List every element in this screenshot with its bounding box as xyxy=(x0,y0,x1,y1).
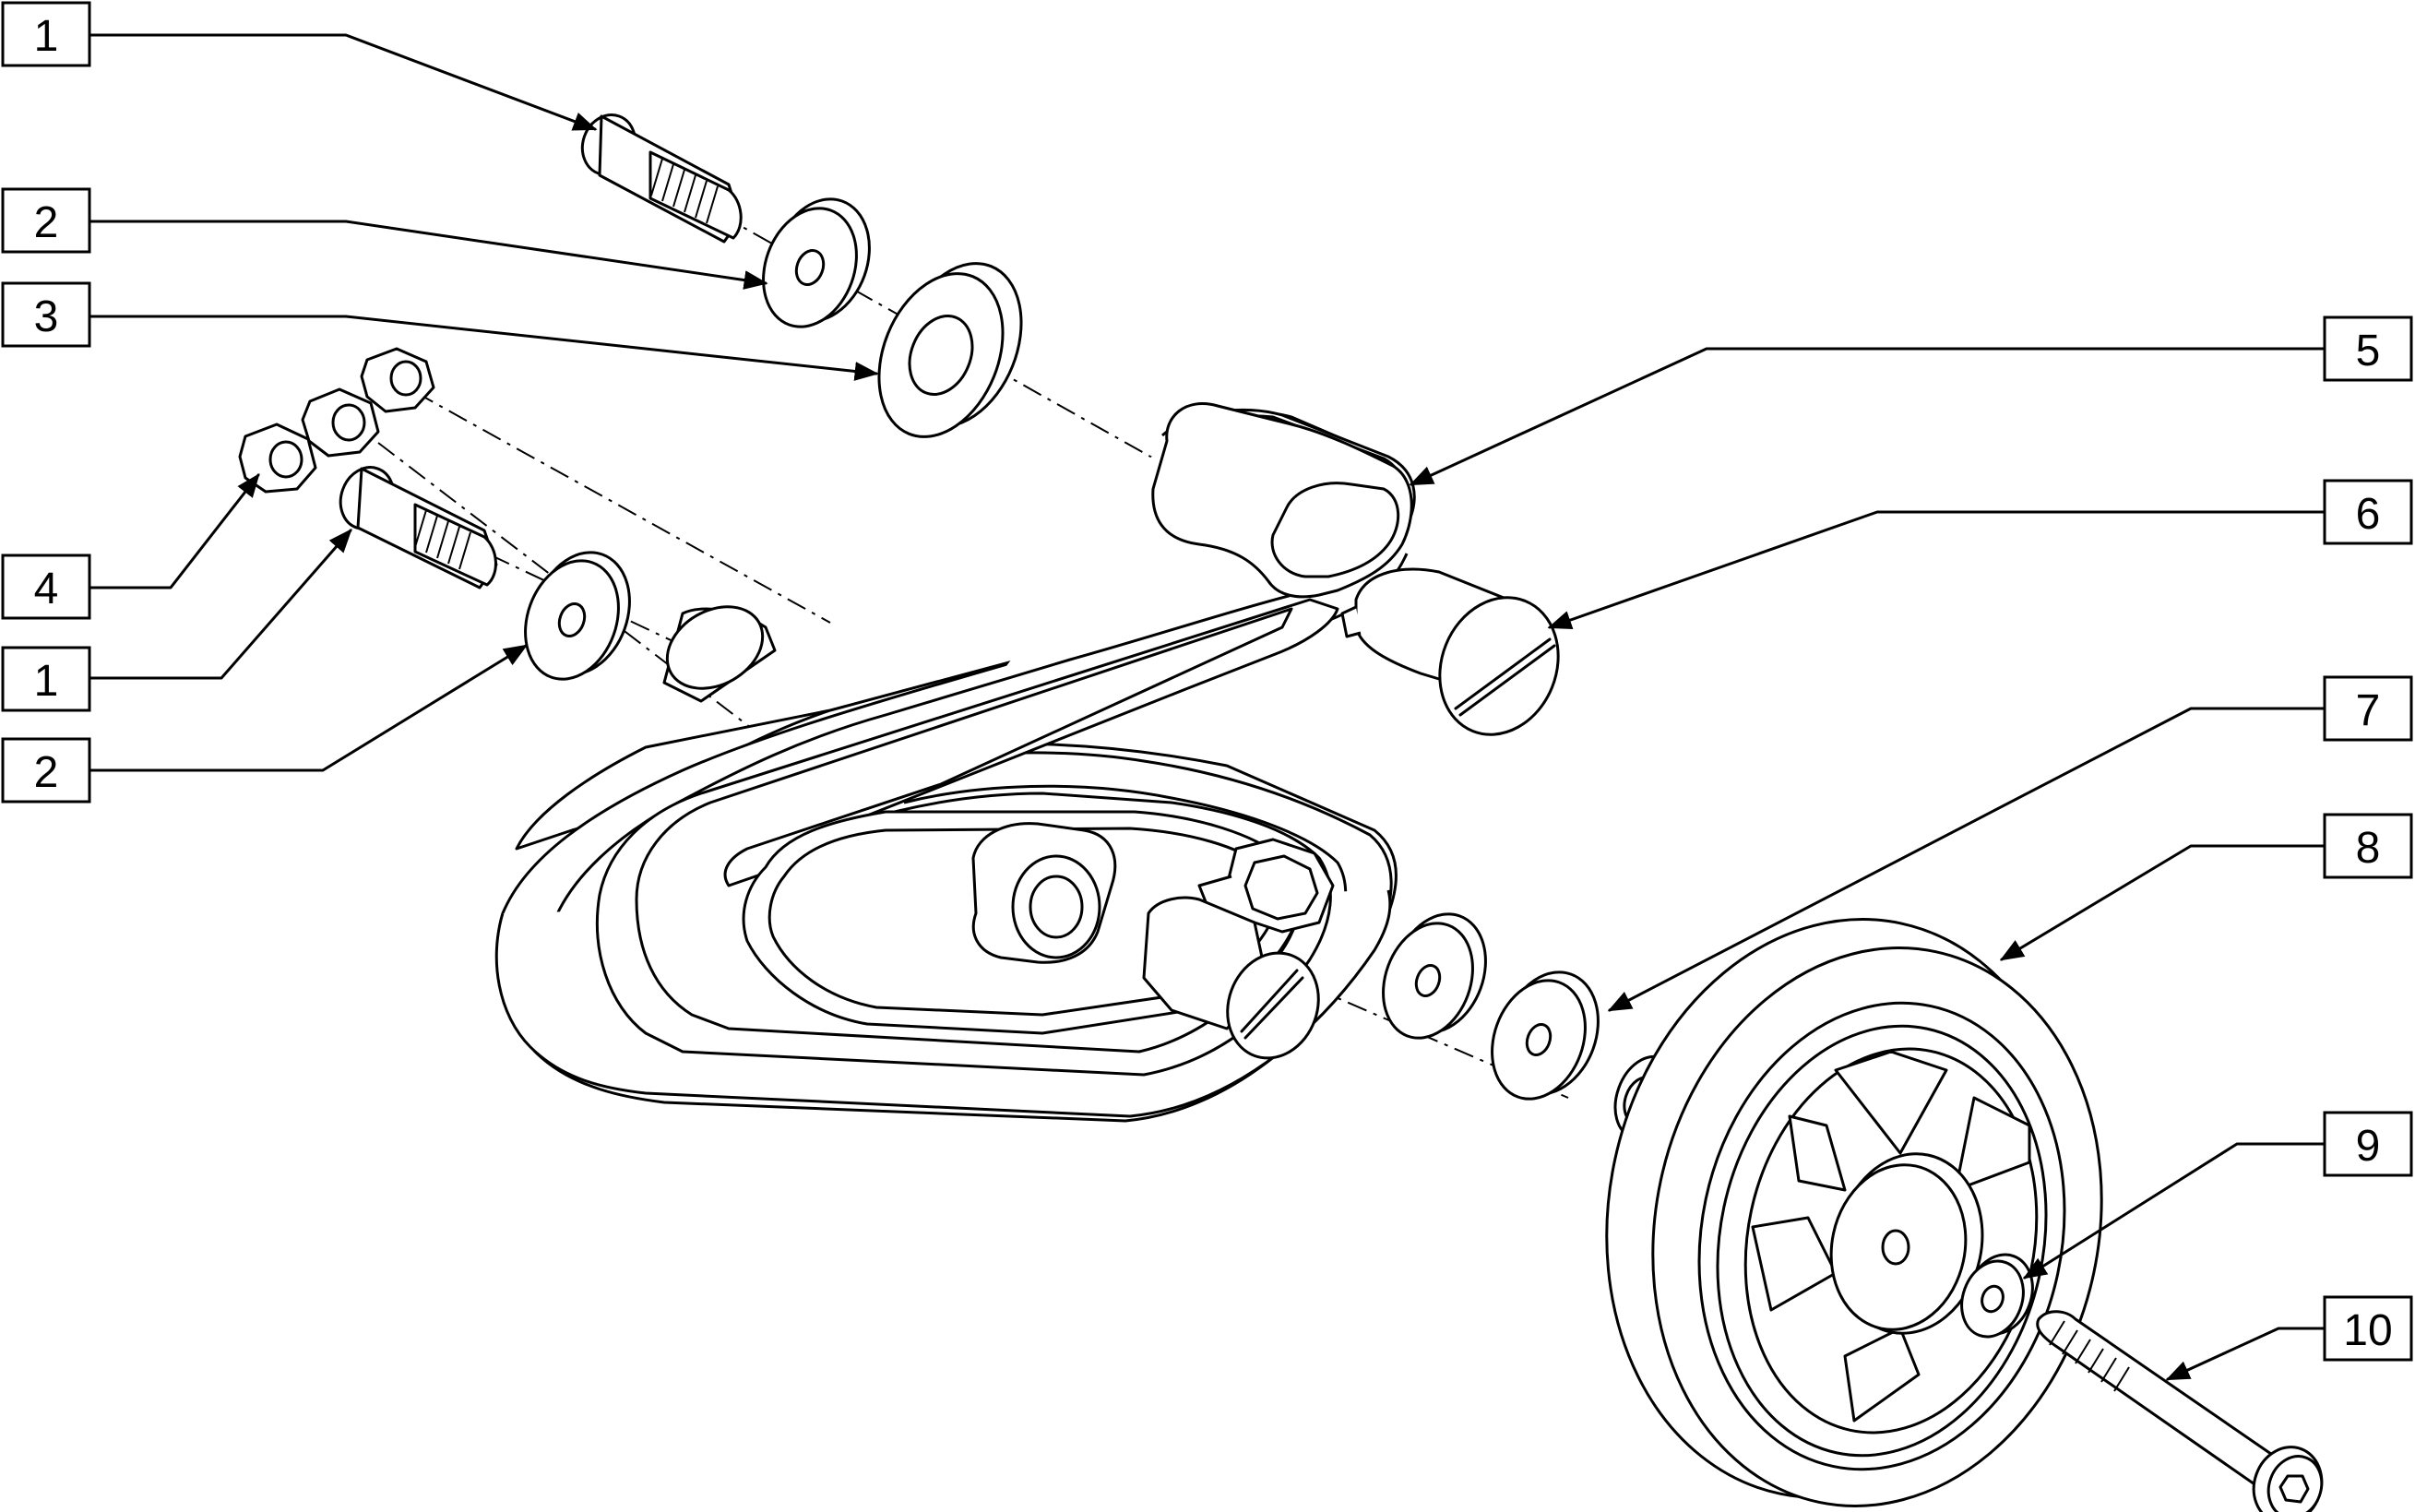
callout-3: 3 xyxy=(1,281,91,348)
washer-7 xyxy=(1491,970,1600,1101)
caster-wheel xyxy=(1605,918,2103,1507)
callout-5: 5 xyxy=(2323,315,2413,382)
callout-4: 4 xyxy=(1,554,91,620)
wheel-washer-outer xyxy=(1960,1253,2034,1339)
pivot-sleeve xyxy=(662,605,777,703)
callout-label: 1 xyxy=(34,657,59,706)
callout-1-lower: 1 xyxy=(1,646,91,712)
callout-label: 9 xyxy=(2356,1122,2381,1171)
shoulder-bolt-lower xyxy=(339,466,498,589)
axle-bolt-inside xyxy=(1142,896,1320,1060)
pivot-pin xyxy=(1340,567,1560,736)
callout-8: 8 xyxy=(2323,813,2413,879)
callout-label: 6 xyxy=(2356,490,2381,539)
callout-label: 4 xyxy=(34,565,59,613)
callout-label: 7 xyxy=(2356,686,2381,735)
washer-lower xyxy=(524,551,631,681)
spacer-ring xyxy=(877,262,1023,438)
callout-label: 2 xyxy=(34,198,59,247)
inner-spacer-sleeve xyxy=(971,822,1117,964)
axle-washer-1 xyxy=(1382,912,1487,1040)
callouts: 1 2 3 4 1 2 5 6 xyxy=(1,1,2413,1362)
callout-1-top: 1 xyxy=(1,1,91,67)
callout-9: 9 xyxy=(2323,1111,2413,1177)
callout-label: 3 xyxy=(34,292,59,341)
callout-label: 5 xyxy=(2356,327,2381,375)
callout-label: 2 xyxy=(34,748,59,797)
callout-label: 10 xyxy=(2343,1306,2392,1355)
callout-label: 1 xyxy=(34,12,59,61)
callout-label: 8 xyxy=(2356,824,2381,873)
hex-nuts xyxy=(238,347,435,494)
leader-lines xyxy=(88,33,2326,1381)
shoulder-bolt-top xyxy=(580,113,743,244)
callout-7: 7 xyxy=(2323,675,2413,742)
callout-2-top: 2 xyxy=(1,187,91,254)
callout-2-lower: 2 xyxy=(1,737,91,804)
axle-bolt xyxy=(2036,1310,2324,1512)
washer-top xyxy=(762,197,871,328)
callout-10: 10 xyxy=(2323,1295,2413,1362)
callout-6: 6 xyxy=(2323,479,2413,545)
